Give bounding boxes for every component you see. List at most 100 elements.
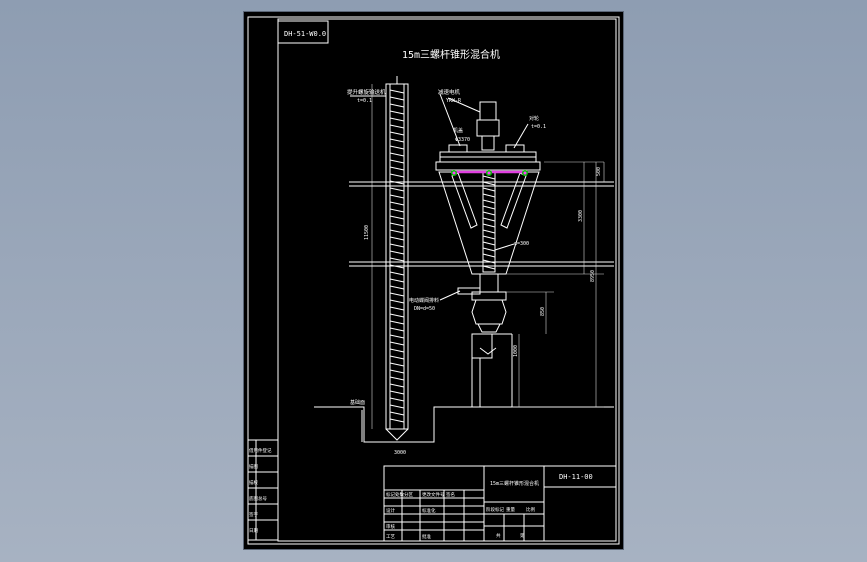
conveyor-rung — [389, 397, 405, 402]
conveyor-rung — [389, 243, 405, 248]
outer-frame — [247, 16, 620, 545]
conveyor-rung — [389, 418, 405, 423]
conveyor-rung — [389, 250, 405, 255]
conveyor-rung — [389, 327, 405, 332]
conveyor-rung — [389, 124, 405, 129]
side-strip — [247, 439, 279, 541]
svg-text:标记处数分区: 标记处数分区 — [386, 491, 413, 498]
conveyor-rung — [389, 383, 405, 388]
screw-flight — [482, 199, 496, 204]
conveyor-rung — [389, 341, 405, 346]
conveyor-rung — [389, 145, 405, 150]
conveyor-rung — [389, 334, 405, 339]
conveyor-rung — [389, 215, 405, 220]
svg-text:标准化: 标准化 — [422, 507, 436, 514]
screw-flight — [482, 235, 496, 240]
conveyor-rung — [389, 131, 405, 136]
conveyor-rung — [389, 362, 405, 367]
conveyor-rung — [389, 159, 405, 164]
screw-flight — [482, 247, 496, 252]
screw-flight — [482, 187, 496, 192]
conveyor-rung — [389, 404, 405, 409]
conveyor-rung — [389, 271, 405, 276]
label-cover: 机盖 — [453, 127, 463, 134]
label-bottom-marker: 3000 — [394, 450, 406, 456]
label-gear: 对轮 — [529, 115, 539, 122]
drawing-sheet: DH-51-W0.0 15m三螺杆锥形混合机 提升螺旋输送机 t=0.1 115… — [244, 12, 623, 549]
conveyor-rung — [389, 369, 405, 374]
title-block-name: 15m三螺杆锥形混合机 — [490, 480, 539, 487]
label-gear-sub: t=0.1 — [531, 124, 546, 130]
conveyor-rung — [389, 89, 405, 94]
svg-text:重量: 重量 — [506, 506, 515, 513]
conveyor-rung — [389, 229, 405, 234]
discharge-assembly — [457, 273, 513, 408]
code-tag: DH-51-W0.0 — [284, 30, 326, 38]
conveyor-rung — [389, 194, 405, 199]
ground-line — [314, 406, 614, 443]
label-diag: d=300 — [514, 241, 529, 247]
conveyor-rung — [389, 201, 405, 206]
screw-flight — [482, 265, 496, 270]
label-discharge: 电动蝶阀排料 — [409, 297, 439, 304]
svg-text:设计: 设计 — [386, 507, 395, 514]
screw-flight — [482, 229, 496, 234]
conveyor-rung — [389, 376, 405, 381]
title-block-drawing-no: DH-11-00 — [559, 473, 593, 481]
code-tag-box — [277, 20, 329, 44]
svg-text:更改文件号: 更改文件号 — [422, 491, 445, 498]
screw-flight — [482, 241, 496, 246]
cad-drawing: DH-51-W0.0 15m三螺杆锥形混合机 提升螺旋输送机 t=0.1 115… — [247, 16, 620, 545]
conveyor-rung — [389, 187, 405, 192]
conveyor-rung — [389, 299, 405, 304]
svg-text:500: 500 — [596, 167, 602, 176]
title-block — [383, 465, 617, 542]
svg-text:借用件登记: 借用件登记 — [249, 447, 272, 454]
label-motor: 减速电机 — [438, 88, 461, 96]
screw-flight — [482, 193, 496, 198]
motor-assembly — [476, 101, 500, 151]
conveyor-rung — [389, 138, 405, 143]
conveyor-rung — [389, 117, 405, 122]
conveyor-rung — [389, 152, 405, 157]
svg-text:比例: 比例 — [526, 506, 535, 513]
conveyor-rung — [389, 257, 405, 262]
svg-text:共: 共 — [496, 532, 501, 539]
conveyor-rung — [389, 355, 405, 360]
svg-text:850: 850 — [540, 307, 546, 316]
svg-text:日期: 日期 — [249, 528, 258, 534]
conveyor-rung — [389, 222, 405, 227]
svg-text:描校: 描校 — [249, 479, 258, 486]
conveyor-rung — [389, 173, 405, 178]
mixer-cover — [435, 144, 541, 171]
dimension-lines-right — [506, 161, 605, 408]
conveyor-rung — [389, 103, 405, 108]
conveyor-rung — [389, 110, 405, 115]
label-screw-conveyor: 提升螺旋输送机 — [347, 88, 386, 96]
svg-text:签名: 签名 — [446, 491, 455, 498]
svg-text:8950: 8950 — [590, 270, 596, 282]
conveyor-rung — [389, 292, 405, 297]
conveyor-rung — [389, 96, 405, 101]
svg-text:签字: 签字 — [249, 511, 258, 518]
screw-flight — [482, 259, 496, 264]
screw-flight — [482, 223, 496, 228]
screw-conveyor-tower — [385, 76, 409, 441]
label-base: 基础面 — [350, 399, 365, 406]
svg-text:工艺: 工艺 — [386, 534, 395, 540]
svg-text:3300: 3300 — [578, 210, 584, 222]
label-cover-sub: Φ3370 — [455, 137, 470, 143]
svg-text:第: 第 — [520, 532, 525, 539]
conveyor-rung — [389, 320, 405, 325]
conveyor-rung — [389, 390, 405, 395]
screw-flight — [482, 211, 496, 216]
screw-flight — [482, 217, 496, 222]
screw-flight — [482, 181, 496, 186]
dim-left-height: 11500 — [364, 225, 370, 240]
label-screw-conveyor-sub: t=0.1 — [357, 98, 372, 104]
conveyor-rung — [389, 313, 405, 318]
conveyor-rung — [389, 411, 405, 416]
svg-text:描图: 描图 — [249, 463, 258, 470]
mixer-cone — [438, 171, 540, 275]
drawing-title: 15m三螺杆锥形混合机 — [402, 48, 500, 61]
